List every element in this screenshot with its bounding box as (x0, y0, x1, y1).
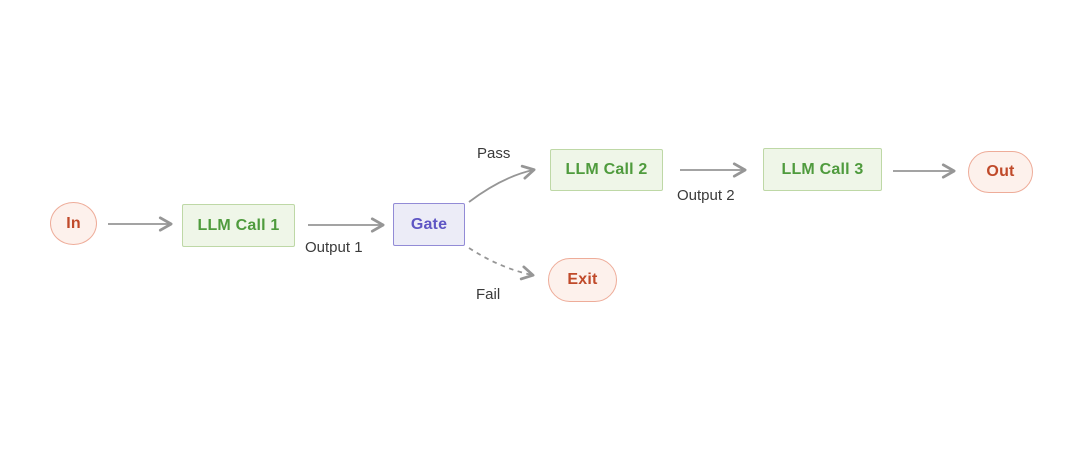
edge-gate-to-exit-fail (468, 247, 535, 281)
node-in-label: In (66, 214, 81, 232)
edge-label-pass: Pass (477, 145, 511, 162)
node-exit-label: Exit (567, 271, 598, 288)
node-llm-call-2: LLM Call 2 (550, 149, 663, 191)
node-out: Out (968, 151, 1033, 193)
node-in: In (50, 202, 97, 245)
node-exit: Exit (548, 258, 617, 302)
edge-gate-to-llm2-pass (468, 164, 536, 203)
node-gate-label: Gate (410, 215, 448, 233)
node-gate: Gate (393, 203, 465, 246)
edge-label-output-2: Output 2 (677, 187, 735, 204)
node-llm-call-1-label: LLM Call 1 (197, 216, 280, 234)
node-llm-call-2-label: LLM Call 2 (565, 161, 648, 178)
edge-label-output-1: Output 1 (305, 239, 363, 256)
node-llm-call-1: LLM Call 1 (182, 204, 295, 247)
edge-label-fail: Fail (476, 286, 501, 303)
node-out-label: Out (986, 163, 1015, 180)
node-llm-call-3-label: LLM Call 3 (781, 160, 864, 178)
node-llm-call-3: LLM Call 3 (763, 148, 882, 191)
